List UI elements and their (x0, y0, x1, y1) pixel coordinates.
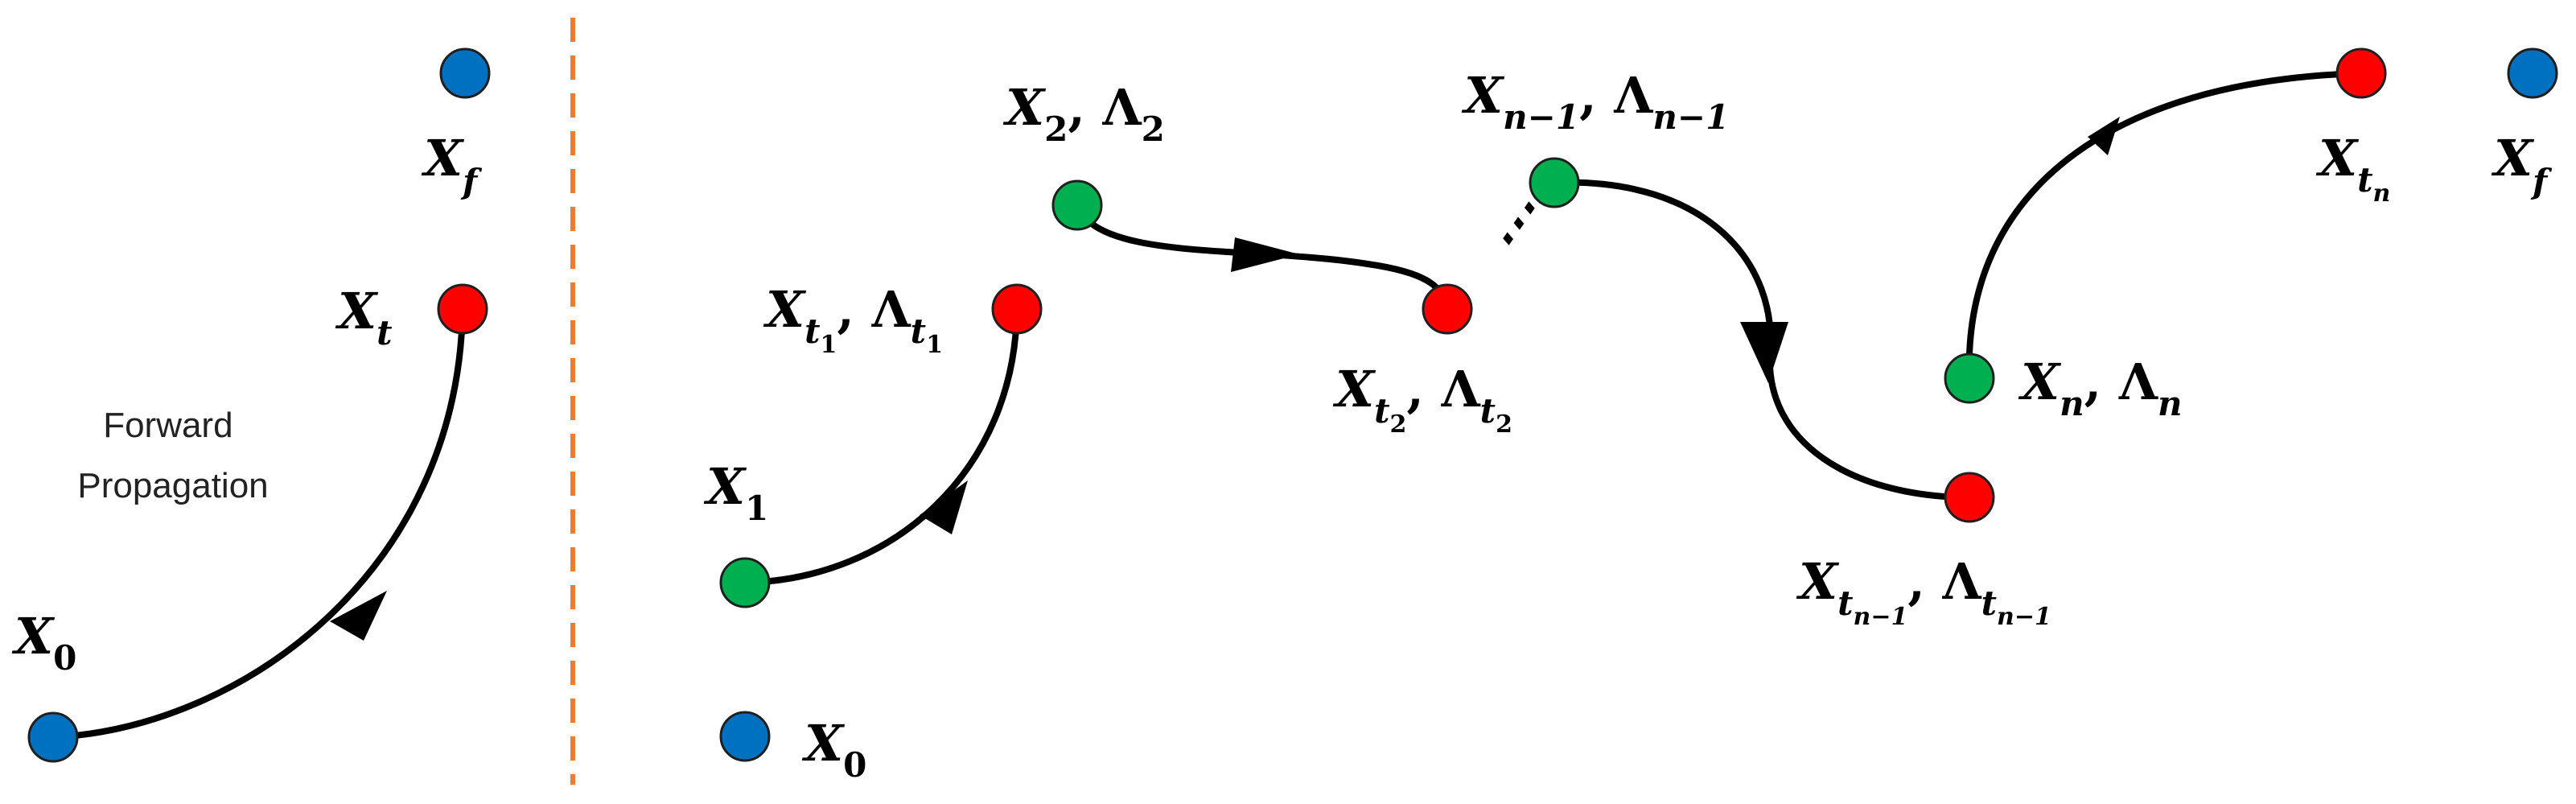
left-xt-node (437, 283, 488, 335)
left-xf-node (439, 47, 491, 99)
xt2-node (1422, 283, 1473, 335)
right-xf-node (2507, 47, 2558, 99)
forward-arrowhead (330, 591, 387, 641)
right-x0-node (719, 711, 771, 762)
forward-propagation-curve (50, 306, 466, 740)
xt2-label: Xt2, Λt2 (1332, 360, 1512, 439)
xn-node (1944, 353, 1995, 404)
left-x0-label: X0 (11, 607, 76, 678)
segment-n-minus-1-arrowhead (1740, 322, 1788, 383)
segment-1-curve (742, 306, 1020, 586)
xt1-label: Xt1, Λt1 (763, 280, 943, 359)
left-xt-label: Xt (335, 282, 393, 353)
segment-n-curve (1965, 70, 2364, 381)
xn-minus-1-label: Xn−1, Λn−1 (1461, 66, 1729, 137)
xn-label: Xn, Λn (2018, 353, 2182, 423)
left-x0-node (27, 711, 79, 763)
segment-2-curve (1074, 202, 1451, 312)
x2-label: X2, Λ2 (1002, 78, 1165, 149)
segment-2-arrowhead (1231, 237, 1299, 272)
right-xf-label: Xf (2491, 129, 2553, 201)
x1-label: X1 (703, 457, 768, 528)
xn-minus-1-node (1529, 157, 1580, 208)
x1-node (719, 557, 771, 608)
right-x0-label: X0 (801, 714, 866, 785)
x2-node (1051, 179, 1103, 231)
xt-n-minus-1-label: Xtn−1, Λtn−1 (1796, 552, 2051, 631)
forward-propagation-caption: Forward Propagation (77, 406, 268, 505)
left-xf-label: Xf (421, 129, 483, 201)
segment-1-arrowhead (920, 480, 968, 534)
segment-n-arrowhead (2088, 117, 2120, 155)
xtn-node (2335, 47, 2387, 99)
xt1-node (991, 283, 1043, 335)
xtn-label: Xtn (2315, 129, 2390, 208)
xt-n-minus-1-node (1944, 472, 1995, 523)
